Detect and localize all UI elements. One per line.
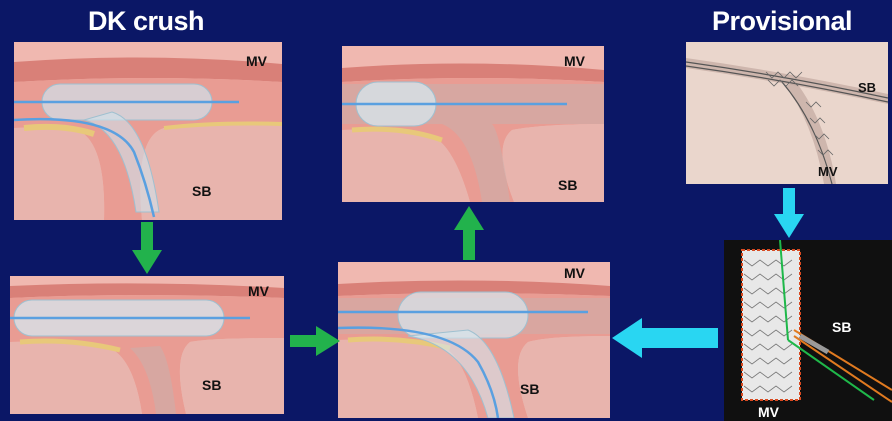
panel-dk-step-2: MV SB bbox=[10, 276, 284, 414]
stent-diagram: SB MV bbox=[724, 240, 892, 421]
label-mv: MV bbox=[246, 53, 268, 69]
green-arrow-up bbox=[454, 206, 484, 260]
green-arrow-down bbox=[132, 222, 162, 274]
green-arrow-right bbox=[290, 326, 340, 356]
vessel-illustration: MV SB bbox=[14, 42, 282, 220]
label-sb: SB bbox=[832, 319, 851, 335]
label-mv: MV bbox=[248, 283, 270, 299]
label-sb: SB bbox=[192, 183, 211, 199]
panel-provisional-stent: SB MV bbox=[724, 240, 892, 421]
panel-dk-step-3: MV SB bbox=[338, 262, 610, 418]
label-sb: SB bbox=[520, 381, 539, 397]
label-mv: MV bbox=[758, 404, 780, 420]
panel-dk-step-4: MV SB bbox=[342, 46, 604, 202]
label-sb: SB bbox=[858, 80, 876, 95]
bench-photo: SB MV bbox=[686, 42, 888, 184]
vessel-illustration: MV SB bbox=[10, 276, 284, 414]
vessel-illustration: MV SB bbox=[342, 46, 604, 202]
label-mv: MV bbox=[564, 265, 586, 281]
panel-provisional-photo: SB MV bbox=[686, 42, 888, 184]
vessel-illustration: MV SB bbox=[338, 262, 610, 418]
label-mv: MV bbox=[564, 53, 586, 69]
panel-dk-step-1: MV SB bbox=[14, 42, 282, 220]
title-provisional: Provisional bbox=[712, 6, 852, 37]
cyan-arrow-left bbox=[612, 318, 718, 358]
cyan-arrow-down bbox=[774, 188, 804, 238]
label-mv: MV bbox=[818, 164, 838, 179]
label-sb: SB bbox=[558, 177, 577, 193]
title-dk-crush: DK crush bbox=[88, 6, 204, 37]
label-sb: SB bbox=[202, 377, 221, 393]
